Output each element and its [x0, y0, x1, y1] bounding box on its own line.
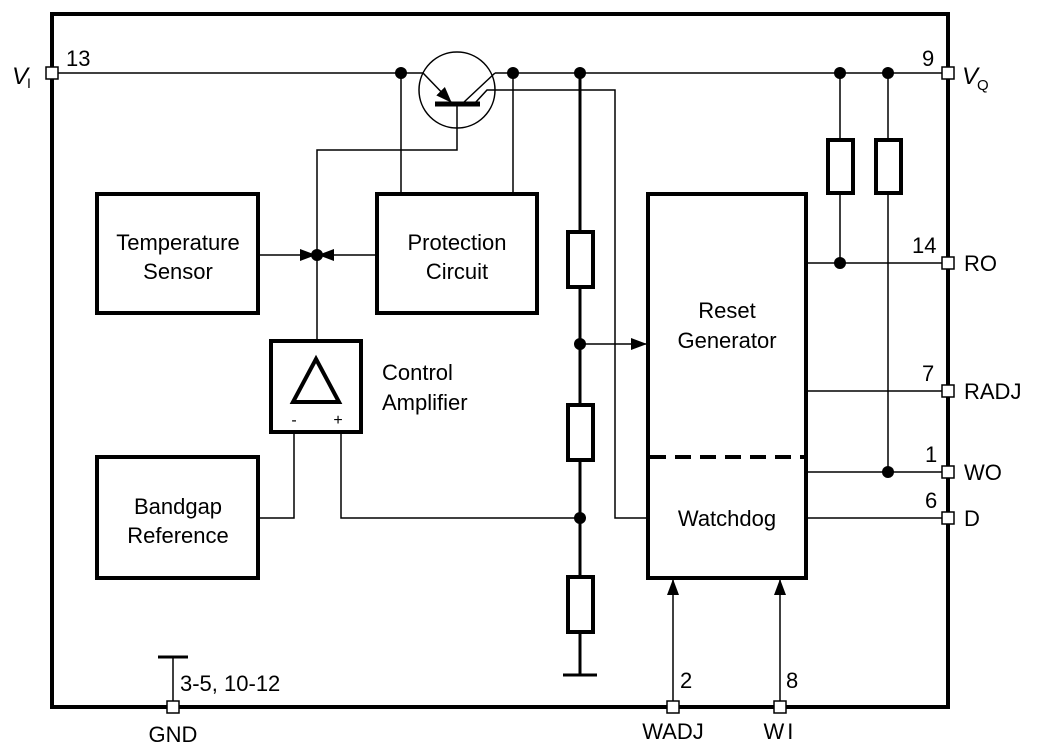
control-amplifier-block: - + Control Amplifier [269, 339, 468, 434]
wires [58, 72, 942, 701]
resistors [566, 138, 903, 634]
package-outline [50, 12, 950, 709]
svg-text:Q: Q [977, 77, 989, 94]
svg-text:D: D [964, 506, 980, 531]
pin-radj: 7 RADJ [922, 361, 1021, 404]
svg-text:WO: WO [964, 460, 1002, 485]
svg-text:3-5, 10-12: 3-5, 10-12 [180, 671, 280, 696]
temperature-sensor-block: Temperature Sensor [95, 192, 260, 315]
pin-gnd: 3-5, 10-12 GND [149, 671, 281, 747]
svg-text:14: 14 [912, 233, 936, 258]
pass-transistor-icon [418, 51, 496, 129]
reset-generator-label: Reset [698, 298, 755, 323]
svg-text:V: V [962, 63, 980, 90]
svg-text:7: 7 [922, 361, 934, 386]
svg-text:RADJ: RADJ [964, 379, 1021, 404]
watchdog-label: Watchdog [678, 506, 776, 531]
amp-minus-label: - [291, 412, 296, 429]
reset-generator-block: Reset Generator Watchdog [646, 192, 808, 580]
svg-text:I: I [27, 75, 31, 91]
bandgap-reference-label: Bandgap [134, 494, 222, 519]
svg-text:9: 9 [922, 46, 934, 71]
pin-vq: 9 V Q [922, 46, 989, 94]
bandgap-reference-label: Reference [127, 523, 229, 548]
svg-text:2: 2 [680, 668, 692, 693]
svg-text:6: 6 [925, 488, 937, 513]
pin-wo: 1 WO [925, 442, 1002, 485]
bandgap-reference-block: Bandgap Reference [95, 455, 260, 580]
pin-wi: 8 WI [764, 668, 799, 744]
svg-text:13: 13 [66, 46, 90, 71]
pin-vi: 13 V I [12, 46, 90, 91]
temperature-sensor-label: Sensor [143, 259, 213, 284]
svg-text:WADJ: WADJ [642, 719, 704, 744]
pin-wadj: 2 WADJ [642, 668, 704, 744]
amplifier-triangle-icon [289, 354, 343, 404]
svg-text:RO: RO [964, 251, 997, 276]
protection-circuit-block: Protection Circuit [375, 192, 539, 315]
svg-text:V: V [12, 63, 30, 90]
pin-ro: 14 RO [912, 233, 997, 276]
reset-generator-label: Generator [677, 328, 776, 353]
svg-text:1: 1 [925, 442, 937, 467]
svg-text:WI: WI [764, 719, 797, 744]
control-amplifier-label: Amplifier [382, 390, 468, 415]
control-amplifier-label: Control [382, 360, 453, 385]
pin-d: 6 D [925, 488, 980, 531]
svg-text:8: 8 [786, 668, 798, 693]
amp-plus-label: + [333, 412, 342, 429]
protection-circuit-label: Circuit [426, 259, 488, 284]
junction-dots [311, 67, 894, 524]
svg-text:GND: GND [149, 722, 198, 747]
temperature-sensor-label: Temperature [116, 230, 240, 255]
protection-circuit-label: Protection [407, 230, 506, 255]
